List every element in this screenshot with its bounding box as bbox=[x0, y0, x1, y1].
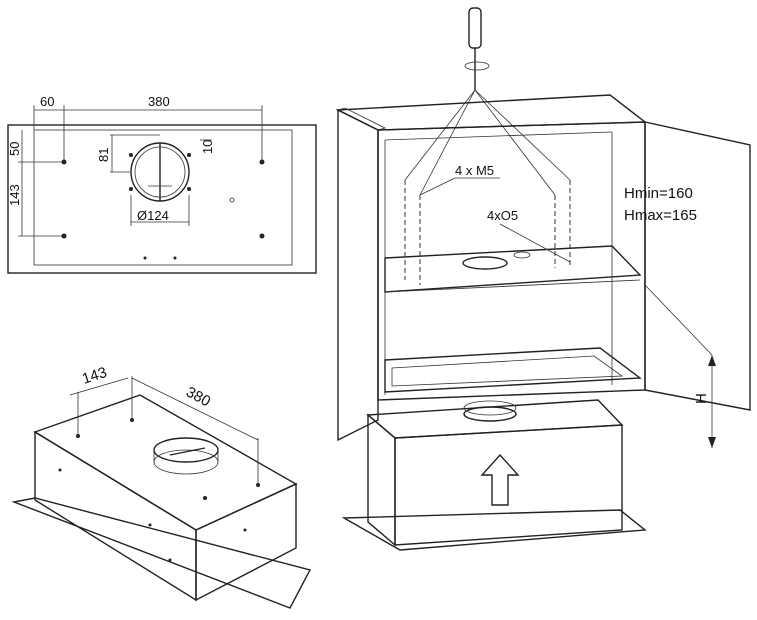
hood-collar bbox=[463, 406, 517, 422]
dim-diameter: Ø124 bbox=[137, 208, 169, 223]
iso-top bbox=[33, 394, 298, 531]
hmin-label: Hmin=160 bbox=[624, 185, 693, 202]
iso-base-plate bbox=[11, 497, 312, 609]
mount-hole bbox=[259, 159, 265, 165]
cabinet-shelf bbox=[384, 245, 642, 293]
iso-front bbox=[34, 430, 197, 602]
cabinet-left-door bbox=[337, 108, 379, 442]
mount-hole bbox=[61, 159, 67, 165]
dim-81: 81 bbox=[96, 148, 111, 162]
shelf-cutout bbox=[462, 256, 508, 270]
cabinet-bottom-frame bbox=[384, 347, 642, 393]
screwdriver-icon bbox=[464, 7, 490, 90]
top-view: 60 380 50 143 81 Ø124 10 bbox=[7, 94, 317, 274]
mount-hole bbox=[61, 233, 67, 239]
dim-10: 10 bbox=[200, 140, 215, 154]
hood-front bbox=[394, 424, 623, 546]
iso-dim-143: 143 bbox=[80, 364, 109, 388]
h-label: H bbox=[693, 393, 710, 404]
dim-60: 60 bbox=[40, 94, 54, 109]
cabinet-top bbox=[335, 94, 647, 131]
cabinet-right-door bbox=[644, 121, 751, 411]
dim-50: 50 bbox=[7, 142, 22, 156]
iso-dim-380: 380 bbox=[183, 384, 213, 411]
hole-label: 4xO5 bbox=[487, 208, 518, 223]
screw-label: 4 x M5 bbox=[455, 163, 494, 178]
iso-side bbox=[195, 482, 297, 602]
top-view-frame bbox=[7, 124, 317, 274]
cabinet-view: 4 x M5 4xO5 Hmin=160 Hmax=165 H bbox=[335, 7, 751, 551]
up-arrow-icon bbox=[480, 453, 520, 506]
iso-view: 143 380 bbox=[11, 364, 312, 609]
hood-base-plate bbox=[341, 509, 647, 551]
mount-hole bbox=[259, 233, 265, 239]
dim-143: 143 bbox=[7, 184, 22, 206]
top-view-panel bbox=[33, 129, 293, 266]
hmax-label: Hmax=165 bbox=[624, 207, 697, 224]
dim-380: 380 bbox=[148, 94, 170, 109]
